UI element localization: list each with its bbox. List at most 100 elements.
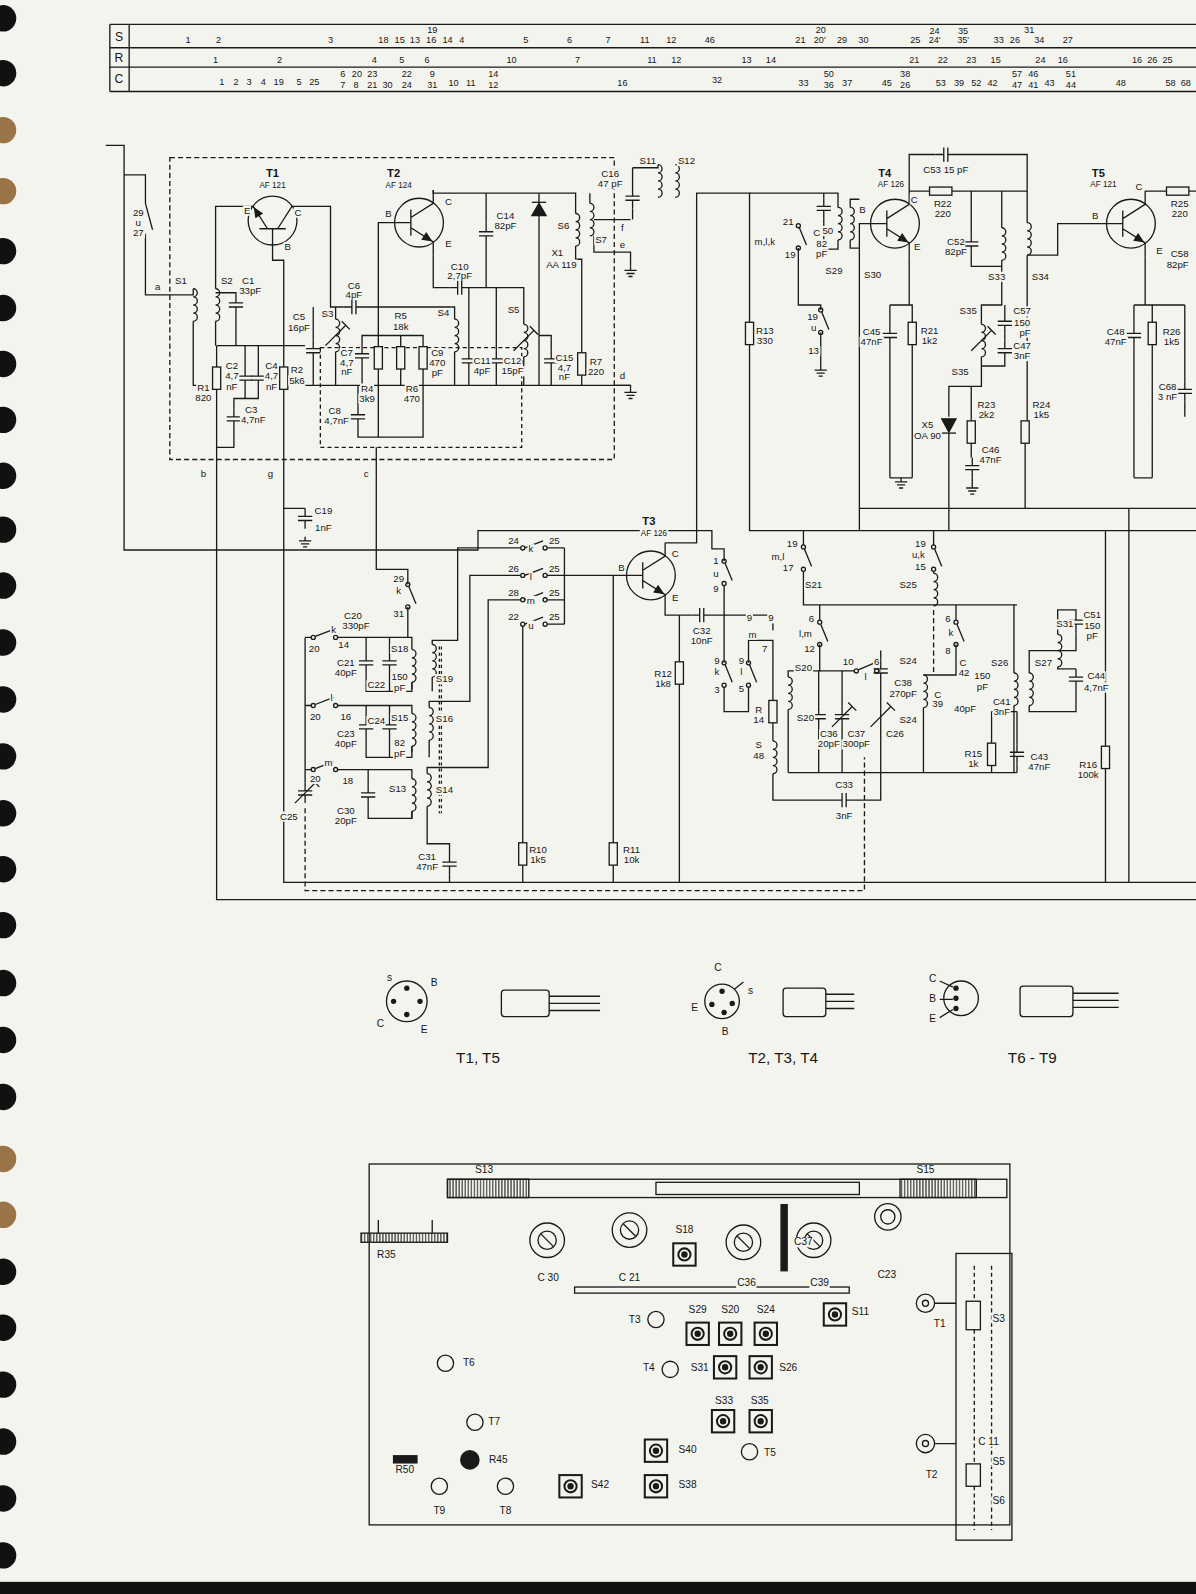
component-symbol — [1010, 744, 1024, 764]
component-symbol — [645, 1475, 667, 1497]
component-symbol — [406, 583, 416, 609]
part-label: C39 — [809, 1278, 830, 1288]
part-label: pF — [976, 681, 989, 691]
wire — [909, 155, 1027, 192]
component-symbol — [361, 785, 375, 805]
wire — [124, 175, 208, 385]
part-label: S24 — [899, 715, 918, 725]
part-label: S20 — [720, 1305, 740, 1315]
wire — [427, 677, 449, 854]
part-label: 5 — [738, 683, 745, 693]
component-symbol — [883, 325, 897, 345]
part-label: T1 — [265, 168, 280, 179]
wire — [305, 637, 389, 782]
part-label: 15 — [990, 55, 1002, 64]
part-label: C26 — [885, 729, 905, 739]
part-label: 3 — [327, 36, 334, 45]
part-label: 9 — [738, 656, 745, 666]
drawing-part — [783, 988, 826, 1016]
part-label: nF — [340, 367, 353, 377]
part-label: 47nF — [415, 862, 439, 872]
part-label: 47nF — [979, 455, 1003, 465]
part-label: T4 — [642, 1363, 656, 1373]
part-label: R7 — [589, 357, 603, 367]
part-label: m — [526, 596, 536, 606]
part-label: u — [810, 323, 817, 333]
part-label: 24 — [1034, 55, 1046, 64]
part-label: C16 — [600, 169, 620, 179]
part-label: 12 — [670, 55, 682, 64]
part-label: B — [1091, 211, 1099, 221]
component-symbol — [193, 289, 197, 322]
drawing-part — [0, 800, 16, 826]
drawing-part — [543, 546, 547, 550]
part-label: 36 — [823, 81, 835, 90]
part-label: C33 — [834, 780, 854, 790]
part-label: AF 121 — [258, 182, 286, 190]
part-label: 270pF — [888, 688, 917, 698]
part-label: m,l,k — [754, 237, 776, 247]
part-label: R26 — [1162, 327, 1182, 337]
part-label: S31 — [690, 1363, 710, 1373]
drawing-part — [916, 1294, 934, 1312]
component-symbol — [530, 1223, 565, 1258]
component-symbol — [745, 322, 753, 344]
part-label: k — [330, 624, 337, 634]
component-symbol — [412, 714, 416, 747]
part-label: 2,7pF — [446, 271, 473, 281]
part-label: s — [386, 973, 393, 983]
part-label: AF 126 — [640, 530, 668, 538]
part-label: 7 — [605, 36, 612, 45]
component-symbol — [374, 347, 382, 369]
component-symbol — [967, 421, 975, 443]
part-label: 27 — [132, 228, 145, 238]
drawing-part — [875, 1204, 901, 1230]
part-label: S3 — [321, 309, 335, 319]
wire — [933, 610, 934, 675]
part-label: 20' — [813, 36, 827, 45]
part-label: 40pF — [334, 739, 358, 749]
component-symbol — [382, 653, 396, 673]
drawing-part — [0, 912, 16, 938]
wire — [170, 158, 614, 460]
part-label: 33 — [797, 79, 809, 88]
part-label: C53 15 pF — [922, 165, 969, 175]
part-label: AF 126 — [877, 181, 905, 189]
drawing-part — [954, 986, 958, 990]
part-label: 21 — [794, 36, 806, 45]
part-label: S1 — [174, 276, 188, 286]
wire — [819, 671, 842, 773]
part-label: 5 — [295, 78, 302, 87]
part-label: S19 — [435, 674, 454, 684]
part-label: 82pF — [1166, 259, 1190, 269]
drawing-part — [467, 1414, 483, 1430]
drawing-part — [662, 1361, 678, 1377]
part-label: S16 — [435, 714, 454, 724]
part-label: 3k9 — [358, 394, 376, 404]
part-label: 25 — [548, 536, 561, 546]
part-label: 8 — [352, 81, 359, 90]
component-symbol — [769, 700, 777, 722]
part-label: d — [619, 371, 626, 381]
part-label: S35 — [950, 367, 969, 377]
drawing-part — [405, 986, 409, 990]
part-label: R35 — [376, 1249, 397, 1259]
part-label: T1 — [933, 1319, 947, 1329]
component-symbol — [450, 281, 470, 295]
drawing-part — [954, 1006, 958, 1010]
part-label: 20 — [308, 644, 321, 654]
component-symbol — [675, 662, 683, 684]
component-symbol — [355, 346, 369, 366]
part-label: 42 — [958, 668, 971, 678]
part-label: 820 — [194, 393, 212, 403]
wire — [469, 288, 551, 386]
part-label: S13 — [388, 784, 407, 794]
component-symbol — [519, 843, 527, 865]
wire — [486, 193, 539, 385]
wire — [1073, 993, 1119, 1007]
part-label: 1k8 — [654, 679, 672, 689]
part-label: 44 — [1065, 81, 1077, 90]
part-label: 16 — [339, 712, 352, 722]
component-symbol — [213, 367, 221, 389]
part-label: S11 — [851, 1307, 870, 1317]
